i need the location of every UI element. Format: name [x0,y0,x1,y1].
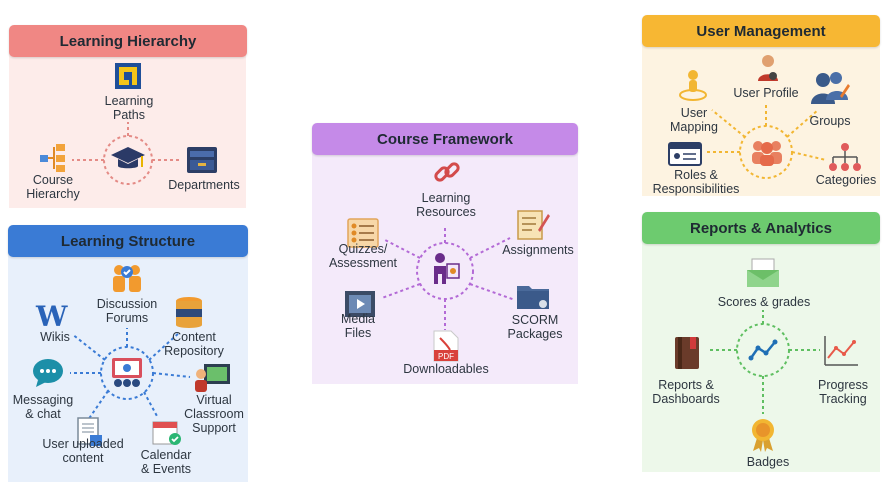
media-files-label: Media Files [340,312,376,340]
course-framework-hub-icon [434,253,460,284]
dashboard-book-icon [675,337,699,369]
scorm-folder-icon [517,286,549,309]
course-framework-title: Course Framework [312,123,578,155]
reports-title: Reports & Analytics [642,212,880,244]
discussion-forums-icon [113,265,141,292]
wikis-label: Wikis [40,330,70,344]
svg-text:PDF: PDF [438,352,454,361]
course-hierarchy-label: Course Hierarchy [26,173,80,201]
learning-resources-label: Learning Resources [416,191,476,219]
departments-label: Departments [168,178,240,192]
calendar-events-label: Calendar & Events [140,448,192,476]
quiz-checklist-icon [347,218,379,248]
assignments-label: Assignments [502,243,574,257]
roles-responsibilities-label: Roles & Responsibilities [652,168,740,196]
graduation-cap-icon [111,147,145,169]
chain-link-icon [434,162,460,182]
downloadables-label: Downloadables [403,362,489,376]
uploaded-document-icon [77,417,102,446]
learning-paths-icon [115,63,141,89]
user-management-title: User Management [642,15,880,47]
departments-icon [187,147,217,173]
course-hierarchy-icon [40,144,65,172]
progress-tracking-label: Progress Tracking [817,378,869,406]
wikipedia-icon: W [36,300,68,333]
virtual-classroom-label: Virtual Classroom Support [184,393,244,435]
scorm-packages-label: SCORM Packages [507,313,563,341]
scores-envelope-icon [747,258,779,287]
user-mapping-label: User Mapping [670,106,718,134]
user-management-panel [642,32,880,196]
categories-label: Categories [815,173,877,187]
virtual-classroom-icon [195,364,230,392]
learning-hierarchy-title: Learning Hierarchy [9,25,247,57]
assignments-icon [517,210,550,240]
calendar-icon [152,421,181,445]
groups-icon [811,72,850,104]
analytics-hub-icon [748,339,778,361]
groups-label: Groups [809,114,851,128]
categories-icon [829,143,861,171]
pdf-icon: PDF [433,330,459,362]
badges-label: Badges [746,455,790,469]
user-uploaded-content-label: User uploaded content [42,437,124,465]
quizzes-assessment-label: Quizzes/ Assessment [328,242,398,270]
user-profile-icon [758,55,778,81]
media-film-icon [345,291,375,317]
database-icon [176,297,202,328]
user-mapping-icon [679,70,707,101]
reports-dashboards-label: Reports & Dashboards [652,378,720,406]
chat-bubble-icon [33,359,63,387]
badge-icon [752,419,774,452]
messaging-chat-label: Messaging & chat [12,393,74,421]
progress-chart-icon [824,336,858,366]
learning-structure-hub-icon [112,358,142,387]
content-repository-label: Content Repository [164,330,224,358]
user-management-hub-icon [752,141,782,166]
learning-paths-label: Learning Paths [104,94,154,122]
scores-grades-label: Scores & grades [717,295,811,309]
learning-structure-title: Learning Structure [8,225,248,257]
roles-card-icon [668,142,702,166]
discussion-forums-label: Discussion Forums [96,297,158,325]
user-profile-label: User Profile [733,86,799,100]
